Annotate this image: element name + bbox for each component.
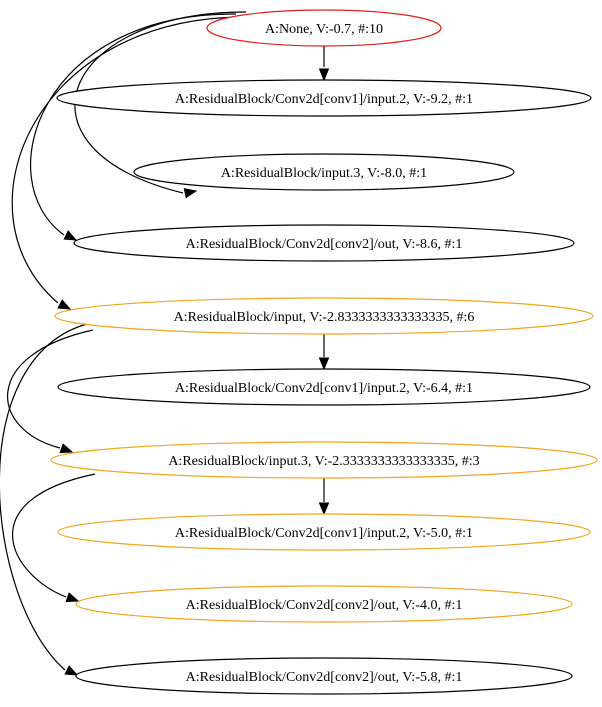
arrowhead-icon: [318, 502, 330, 516]
edge-line: [11, 16, 241, 304]
tree-node-n9[interactable]: A:ResidualBlock/Conv2d[conv2]/out, V:-5.…: [75, 657, 573, 695]
node-ellipse[interactable]: [56, 79, 592, 117]
edge-n4-n6: [7, 329, 94, 454]
edge-n0-n4: [11, 16, 241, 310]
edge-n0-n3: [30, 13, 237, 241]
node-label: A:ResidualBlock/Conv2d[conv2]/out, V:-4.…: [186, 598, 463, 613]
tree-node-n4[interactable]: A:ResidualBlock/input, V:-2.833333333333…: [54, 297, 594, 335]
node-label: A:ResidualBlock/Conv2d[conv1]/input.2, V…: [175, 381, 473, 396]
arrowhead-icon: [318, 357, 330, 371]
node-label: A:ResidualBlock/input, V:-2.833333333333…: [174, 310, 475, 325]
node-ellipse[interactable]: [50, 441, 598, 479]
node-ellipse[interactable]: [57, 513, 591, 551]
edge-line: [30, 13, 237, 236]
arrowhead-icon: [64, 665, 79, 676]
node-label: A:ResidualBlock/Conv2d[conv2]/out, V:-8.…: [186, 237, 463, 252]
edge-n4-n9: [0, 321, 96, 676]
edge-n0-n1: [318, 46, 330, 82]
node-ellipse[interactable]: [57, 368, 591, 406]
node-label: A:ResidualBlock/Conv2d[conv1]/input.2, V…: [175, 526, 473, 541]
node-ellipse[interactable]: [73, 224, 575, 262]
arrowhead-icon: [63, 230, 78, 241]
node-ellipse[interactable]: [75, 585, 573, 623]
node-label: A:ResidualBlock/input.3, V:-2.3333333333…: [168, 454, 479, 469]
arrowhead-icon: [65, 592, 80, 603]
tree-node-n3[interactable]: A:ResidualBlock/Conv2d[conv2]/out, V:-8.…: [73, 224, 575, 262]
node-ellipse[interactable]: [54, 297, 594, 335]
tree-node-n2[interactable]: A:ResidualBlock/input.3, V:-8.0, #:1: [133, 153, 515, 191]
tree-node-n1[interactable]: A:ResidualBlock/Conv2d[conv1]/input.2, V…: [56, 79, 592, 117]
tree-node-n0[interactable]: A:None, V:-0.7, #:10: [206, 9, 442, 47]
arrowhead-icon: [57, 299, 72, 310]
node-label: A:ResidualBlock/Conv2d[conv2]/out, V:-5.…: [186, 670, 463, 685]
arrowhead-icon: [183, 188, 198, 199]
node-label: A:None, V:-0.7, #:10: [265, 22, 383, 37]
edges-layer: [0, 11, 330, 676]
tree-node-n5[interactable]: A:ResidualBlock/Conv2d[conv1]/input.2, V…: [57, 368, 591, 406]
node-ellipse[interactable]: [206, 9, 442, 47]
node-ellipse[interactable]: [133, 153, 515, 191]
edge-line: [7, 329, 94, 449]
node-ellipse[interactable]: [75, 657, 573, 695]
edge-n6-n8: [12, 473, 96, 603]
edge-line: [0, 321, 96, 671]
tree-node-n7[interactable]: A:ResidualBlock/Conv2d[conv1]/input.2, V…: [57, 513, 591, 551]
nodes-layer: A:None, V:-0.7, #:10A:ResidualBlock/Conv…: [50, 9, 598, 695]
edge-line: [12, 473, 96, 598]
tree-node-n8[interactable]: A:ResidualBlock/Conv2d[conv2]/out, V:-4.…: [75, 585, 573, 623]
edge-n4-n5: [318, 334, 330, 371]
tree-node-n6[interactable]: A:ResidualBlock/input.3, V:-2.3333333333…: [50, 441, 598, 479]
arrowhead-icon: [59, 443, 74, 454]
arrowhead-icon: [318, 68, 330, 82]
edge-n6-n7: [318, 478, 330, 516]
node-label: A:ResidualBlock/Conv2d[conv1]/input.2, V…: [175, 92, 473, 107]
node-label: A:ResidualBlock/input.3, V:-8.0, #:1: [221, 166, 427, 181]
